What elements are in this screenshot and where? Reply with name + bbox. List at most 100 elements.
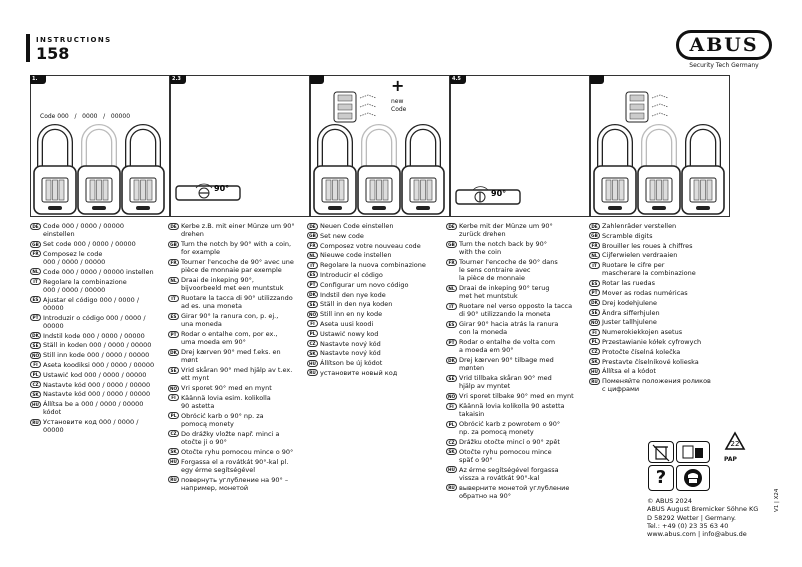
instruction-text: Composez votre nouveau code: [320, 241, 421, 250]
instruction-text: Rodar o entalhe de volta com a moeda em …: [459, 338, 556, 355]
instruction-text: Set new code: [320, 231, 364, 240]
instruction-text: Introducir el código: [320, 270, 383, 279]
language-code-badge: IT: [589, 261, 600, 269]
language-code-badge: IT: [30, 278, 41, 286]
instruction-text: Turn the notch back by 90° with the coin: [459, 240, 548, 257]
instruction-text: Kerbe mit der Münze um 90° zurück drehen: [459, 222, 553, 239]
language-code-badge: SK: [589, 358, 600, 366]
instruction-text: Kerbe z.B. mit einer Münze um 90° drehen: [181, 222, 295, 239]
instruction-text: Állítson be új kódot: [320, 359, 383, 368]
language-code-badge: FR: [446, 258, 457, 266]
company-address: D 58292 Wetter | Germany.: [647, 513, 736, 522]
instruction-text: Vri sporet 90° med en mynt: [181, 384, 272, 392]
instruction-text: выверните монетой углубление обратно на …: [459, 483, 570, 500]
language-code-badge: IT: [307, 261, 318, 269]
step-badge: 4.5: [450, 75, 466, 84]
language-code-badge: PL: [30, 371, 41, 379]
instruction-text: Vrid skåran 90° med hjälp av t.ex. ett m…: [181, 366, 293, 383]
recycle-icon: 22: [724, 431, 746, 450]
language-code-badge: DE: [307, 222, 318, 230]
instruction-text: Scramble digits: [602, 231, 653, 240]
step-badge: 1.: [30, 75, 46, 84]
document-code: V1 | X24: [774, 488, 780, 512]
language-code-badge: DE: [168, 222, 179, 230]
company-web: www.abus.com | info@abus.de: [647, 530, 747, 539]
model-number: 158: [36, 44, 70, 63]
instruction-text: Do drážky vložte např. minci a otočte ji…: [181, 429, 280, 446]
instruction-text: Otočte ryhu pomocou mince späť o 90°: [459, 447, 552, 464]
instruction-text: Állítsa be a 000 / 0000 / 00000 kódot: [43, 400, 144, 417]
instruction-text: Forgassa el a rovátkát 90°-kal pl. egy é…: [181, 457, 289, 474]
language-code-badge: SK: [446, 448, 457, 456]
language-code-badge: PL: [446, 420, 457, 428]
code-values: Code 000 / 0000 / 00000: [40, 113, 131, 120]
instructions-label: INSTRUCTIONS: [36, 36, 112, 44]
language-code-badge: CZ: [307, 340, 318, 348]
instruction-text: Mover as rodas numéricas: [602, 288, 688, 297]
company-phone: Tel.: +49 (0) 23 35 63 40: [647, 521, 729, 530]
step-badge: [590, 75, 604, 84]
instruction-text: Käännä lovia kolikolla 90 astetta takais…: [459, 402, 565, 419]
language-code-badge: ES: [168, 312, 179, 320]
language-code-badge: SE: [168, 366, 179, 374]
instruction-text: Regolare la combinazione 000 / 0000 / 00…: [43, 277, 127, 294]
language-code-badge: SE: [307, 300, 318, 308]
angle-label: 90°: [214, 184, 229, 193]
document-icon: [676, 441, 710, 463]
instruction-text: Ustawić kod 000 / 0000 / 00000: [43, 370, 147, 379]
language-code-badge: NO: [446, 392, 457, 400]
language-code-badge: FR: [589, 242, 600, 250]
instruction-text: Ruotare le cifre per mascherare la combi…: [602, 261, 696, 278]
language-code-badge: PL: [168, 412, 179, 420]
instruction-text: Drej kærven 90° med f.eks. en mønt: [181, 348, 281, 365]
language-code-badge: PL: [307, 330, 318, 338]
instruction-text: Regolare la nuova combinazione: [320, 261, 426, 270]
language-code-badge: NO: [168, 384, 179, 392]
language-code-badge: IT: [446, 302, 457, 310]
instruction-text: Vri sporet tilbake 90° med en mynt: [459, 392, 574, 401]
language-code-badge: DK: [30, 332, 41, 340]
language-code-badge: PT: [30, 314, 41, 322]
instruction-text: Nastavte nový kód: [320, 339, 381, 348]
language-code-badge: FR: [307, 242, 318, 250]
instruction-text: Nastavte kód 000 / 0000 / 00000: [43, 380, 151, 389]
instruction-text: Brouiller les roues à chiffres: [602, 241, 693, 250]
instruction-text: Zahlenräder verstellen: [602, 222, 677, 230]
instruction-text: Neuen Code einstellen: [320, 222, 394, 230]
language-code-badge: HU: [446, 466, 457, 474]
language-code-badge: NO: [30, 351, 41, 359]
